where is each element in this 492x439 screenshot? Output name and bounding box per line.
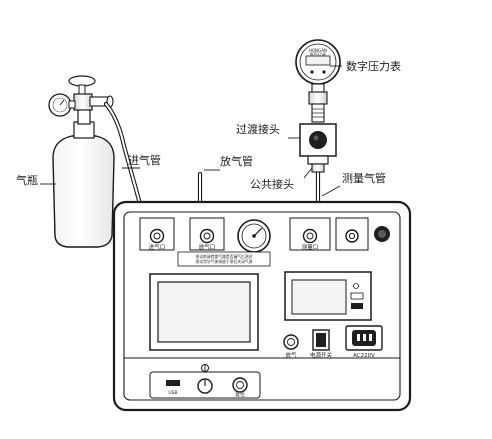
label-measure-tube: 测量气管 [342,171,386,185]
panel-measure-label: 测量口 [302,243,319,251]
vent-knob [283,334,299,350]
label-gas-cylinder: 气瓶 [16,173,38,187]
main-display [149,273,259,351]
panel-inlet-label: 进气口 [149,243,166,251]
touch-screen [284,271,372,321]
inlet-tube [103,101,153,243]
label-common-joint: 公共接头 [250,178,294,191]
measure-port [302,228,318,244]
top-right-knob [374,226,390,242]
panel-vent-label: 放气口 [199,243,216,251]
gas-cylinder [52,107,115,248]
adapter-block [299,123,337,157]
inlet-port [149,228,165,244]
usb-port [166,380,180,386]
callout-lines [40,65,342,197]
gauge-subtitle-text: 数字压力表 [310,52,327,57]
power-switch [312,329,330,351]
ground-symbol-icon [201,364,209,372]
panel-note-line2: 测试完毕气体排放干净后关闭气源 [196,259,253,264]
reset-button [232,377,248,393]
panel-ac-label: AC220V [353,353,375,359]
label-adapter: 过渡接头 [236,122,280,136]
ac-socket [345,325,383,351]
digital-pressure-gauge [295,39,341,123]
fourth-port [345,229,359,243]
panel-usb-label: USB [168,390,177,396]
panel-pressure-dial [237,219,271,253]
cylinder-regulator [48,75,114,117]
vent-port [199,228,215,244]
rotary-knob [197,378,213,394]
gauge-brand-text: HONGAN [309,48,327,53]
panel-power-label: 电源开关 [310,351,333,359]
label-pressure-gauge: 数字压力表 [346,59,401,73]
panel-reset-label: 复位 [235,391,245,398]
panel-vent-knob-label: 放气 [285,351,297,359]
label-inlet-tube: 进气管 [128,153,161,167]
label-vent-tube: 放气管 [220,154,253,168]
note-box [177,251,271,267]
panel-note-line1: 测试前请检查气路是否漏气后测试 [196,254,253,259]
